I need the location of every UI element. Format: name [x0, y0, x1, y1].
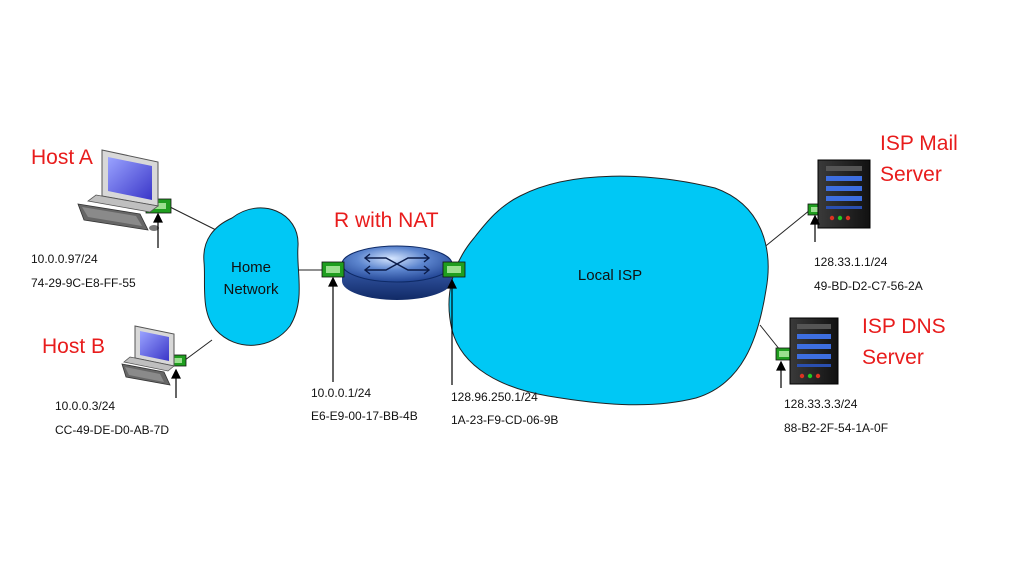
router-name: R with NAT: [334, 209, 439, 232]
home-network-label-line1: Home: [230, 259, 271, 276]
host-a-name: Host A: [31, 146, 93, 169]
mail-server-name-line1: ISP Mail: [880, 132, 958, 155]
link-hostA-home: [169, 206, 221, 233]
host-a-ip: 10.0.0.97/24: [31, 252, 98, 266]
host-b-ip: 10.0.0.3/24: [55, 399, 116, 413]
local-isp-label: Local ISP: [577, 267, 643, 284]
home-network-label-line2: Network: [223, 281, 279, 298]
links: [169, 206, 811, 361]
dns-server-ip: 128.33.3.3/24: [784, 397, 858, 411]
mail-server-name-line2: Server: [880, 163, 942, 186]
router-icon: [341, 245, 453, 300]
link-isp-dns: [759, 324, 781, 351]
server-tower-icon: [789, 317, 839, 385]
server-tower-icon: [817, 159, 871, 229]
local-isp-cloud: [448, 175, 769, 406]
router-outside-ip: 128.96.250.1/24: [451, 390, 538, 404]
link-hostB-home: [184, 339, 213, 361]
dns-server-mac: 88-B2-2F-54-1A-0F: [784, 421, 889, 435]
dns-server-name-line1: ISP DNS: [862, 315, 946, 338]
router-outside-mac: 1A-23-F9-CD-06-9B: [451, 413, 559, 427]
home-network-cloud: [203, 207, 300, 346]
link-isp-mail: [761, 209, 811, 250]
host-a-mac: 74-29-9C-E8-FF-55: [31, 276, 136, 290]
pointer-arrows: [153, 212, 820, 398]
router-inside-ip: 10.0.0.1/24: [311, 386, 372, 400]
home-network-label: Home Network: [206, 257, 296, 301]
desktop-computer-icon: [77, 149, 159, 231]
desktop-computer-icon: [121, 325, 175, 386]
mail-server-ip: 128.33.1.1/24: [814, 255, 888, 269]
host-b-name: Host B: [42, 335, 106, 358]
mail-server-mac: 49-BD-D2-C7-56-2A: [814, 279, 923, 293]
dns-server-name-line2: Server: [862, 346, 924, 369]
router-inside-mac: E6-E9-00-17-BB-4B: [311, 409, 418, 423]
host-b-mac: CC-49-DE-D0-AB-7D: [55, 423, 170, 437]
